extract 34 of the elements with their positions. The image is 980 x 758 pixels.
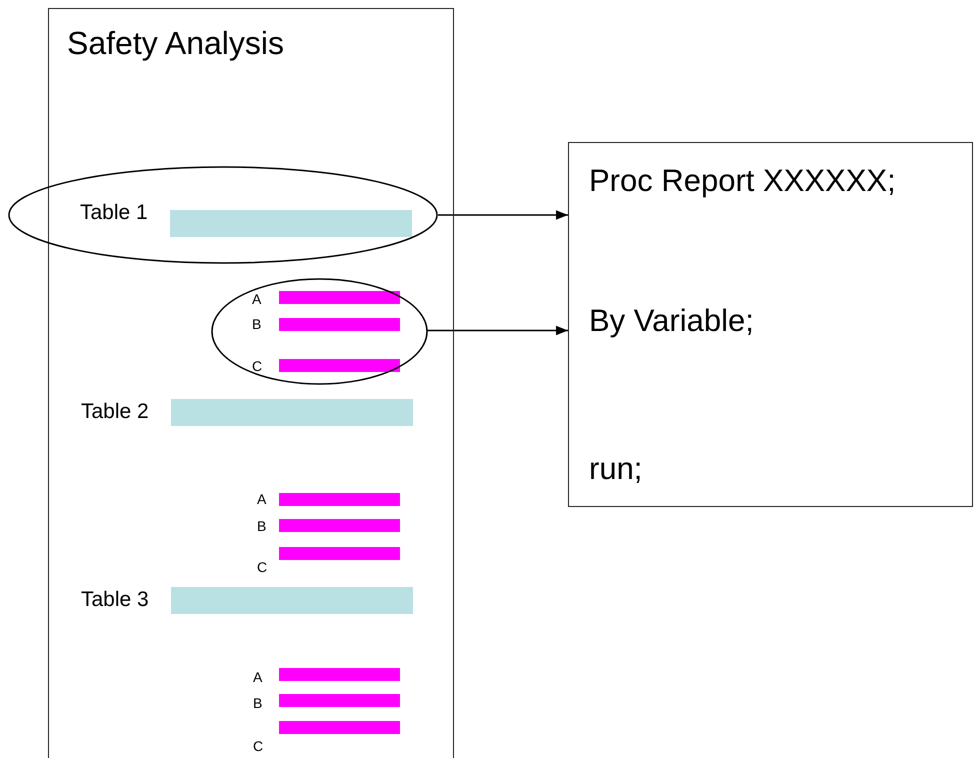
subgroup-bar (279, 359, 400, 372)
row-label: A (252, 292, 262, 306)
table-label: Table 1 (80, 202, 148, 222)
arrow (427, 326, 568, 336)
panel-box (48, 8, 454, 758)
arrow (438, 210, 568, 220)
code-line: Proc Report XXXXXX; (589, 164, 896, 196)
code-box (568, 142, 973, 507)
subgroup-bar (279, 721, 400, 734)
table-bar (170, 210, 412, 237)
row-label: A (253, 670, 262, 684)
highlight-ellipse (211, 278, 428, 385)
subgroup-bar (279, 519, 400, 532)
subgroup-bar (279, 318, 400, 331)
subgroup-bar (279, 547, 400, 560)
row-label: B (252, 317, 262, 331)
code-line: By Variable; (589, 304, 754, 336)
row-label: B (257, 519, 266, 533)
table-bar (171, 399, 413, 426)
row-label: A (257, 492, 266, 506)
subgroup-bar (279, 291, 400, 304)
table-bar (171, 587, 413, 614)
table-label: Table 2 (81, 400, 149, 422)
row-label: C (253, 739, 264, 753)
row-label: C (252, 359, 262, 373)
row-label: B (253, 696, 262, 710)
panel-title: Safety Analysis (67, 27, 284, 59)
code-line: run; (589, 452, 642, 484)
table-label: Table 3 (81, 588, 149, 610)
subgroup-bar (279, 493, 400, 506)
subgroup-bar (279, 694, 400, 707)
row-label: C (257, 560, 268, 574)
highlight-ellipse (8, 166, 438, 264)
subgroup-bar (279, 668, 400, 681)
